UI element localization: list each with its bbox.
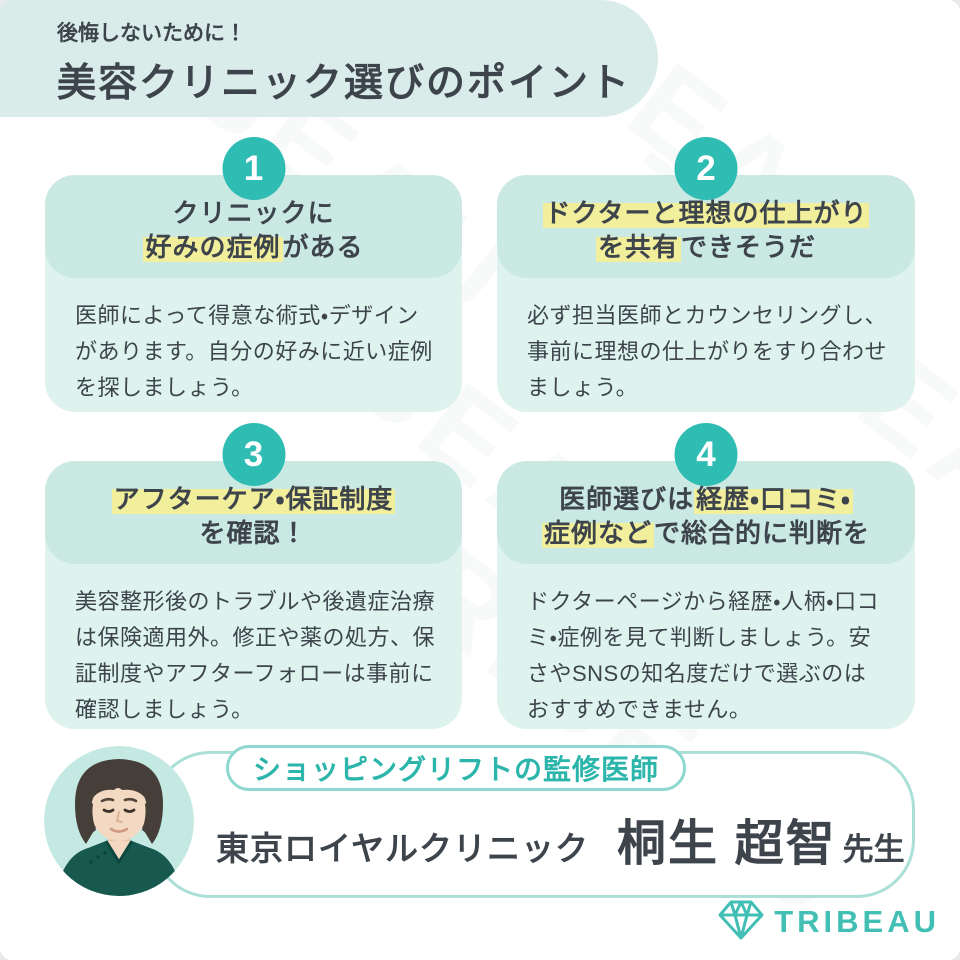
point-description: 美容整形後のトラブルや後遺症治療は保険適用外。修正や薬の処方、保証制度やアフター… — [75, 588, 436, 722]
header-banner: 後悔しないために！ 美容クリニック選びのポイント — [0, 0, 658, 117]
point-description: ドクターページから経歴・人柄・口コミ・症例を見て判断しましょう。安さやSNSの知… — [527, 588, 880, 722]
doctor-name: 桐生 超智 — [617, 817, 837, 871]
supervisor-badge: ショッピングリフトの監修医師 — [226, 745, 687, 791]
brand-logo-text: TRIBEAU — [774, 903, 940, 939]
point-description: 必ず担当医師とカウンセリングし、事前に理想の仕上がりをすり合わせましょう。 — [527, 302, 888, 400]
point-number-badge: 1 — [222, 137, 285, 200]
clinic-name: 東京ロイヤルクリニック — [216, 830, 590, 867]
doctor-photo — [44, 746, 194, 896]
point-number-badge: 3 — [222, 423, 285, 486]
point-card: 3 アフターケア・保証制度を確認！ 美容整形後のトラブルや後遺症治療は保険適用外… — [45, 423, 462, 729]
point-title: 医師選びは経歴・口コミ・症例などで総合的に判断を — [497, 461, 915, 564]
point-description: 医師によって得意な術式・デザインがあります。自分の好みに近い症例を探しましょう。 — [75, 302, 433, 400]
point-title: ドクターと理想の仕上がりを共有できそうだ — [497, 175, 915, 278]
page-title: 美容クリニック選びのポイント — [57, 62, 632, 105]
point-card: 1 クリニックに好みの症例がある 医師によって得意な術式・デザインがあります。自… — [45, 137, 462, 412]
supervisor-name-row: 東京ロイヤルクリニック 桐生 超智 先生 — [216, 804, 916, 875]
gem-icon — [717, 895, 765, 948]
brand-logo: TRIBEAU — [717, 895, 940, 948]
point-number-badge: 4 — [674, 423, 738, 486]
point-card: 2 ドクターと理想の仕上がりを共有できそうだ 必ず担当医師とカウンセリングし、事… — [497, 137, 915, 412]
header-tagline: 後悔しないために！ — [57, 22, 246, 45]
doctor-honorific: 先生 — [842, 832, 905, 867]
point-number-badge: 2 — [674, 137, 738, 200]
point-card: 4 医師選びは経歴・口コミ・症例などで総合的に判断を ドクターページから経歴・人… — [497, 423, 915, 729]
